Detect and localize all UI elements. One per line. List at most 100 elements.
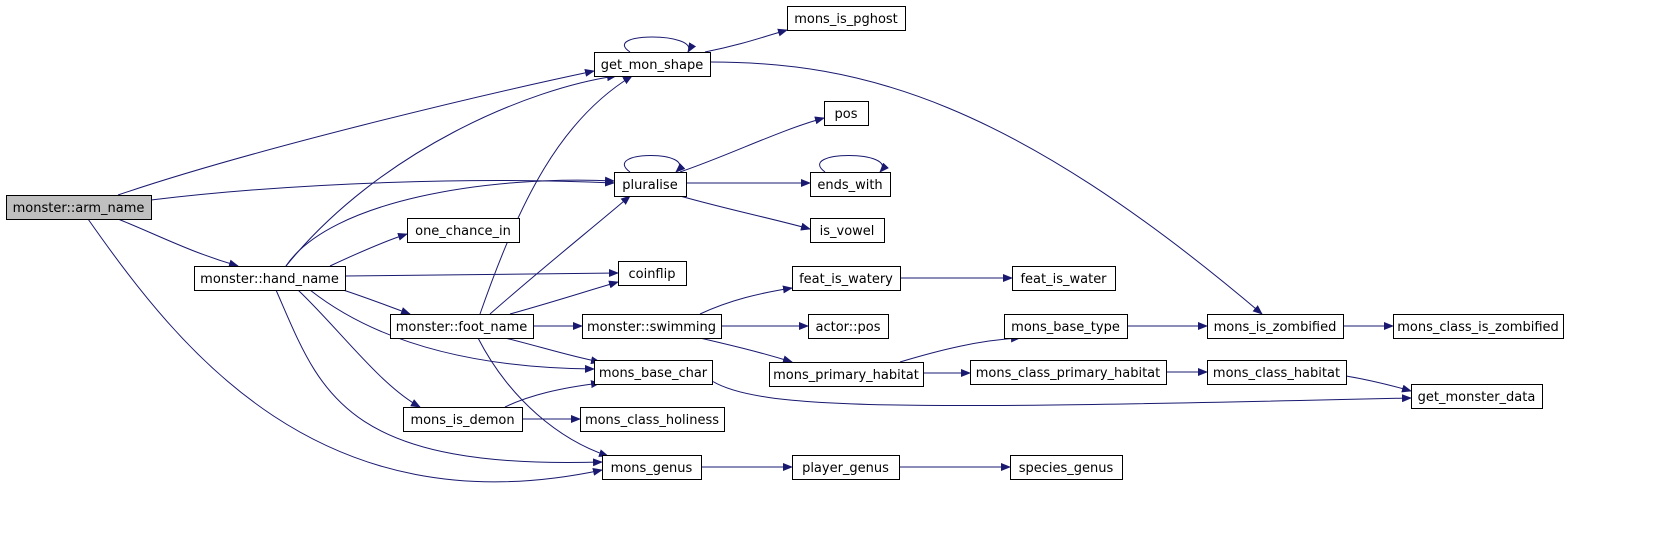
node-box[interactable] [1010, 455, 1123, 480]
node-box[interactable] [792, 266, 901, 291]
edge-mons_is_demon-to-mons_base_char [504, 380, 601, 408]
node-label: mons_genus [611, 461, 693, 476]
node-box[interactable] [390, 314, 534, 339]
node-box[interactable] [1207, 314, 1344, 339]
node-box[interactable] [792, 455, 900, 480]
edge-pluralise-to-pluralise [623, 155, 686, 173]
node-label: coinflip [628, 267, 675, 282]
node-box[interactable] [824, 101, 869, 126]
node-box[interactable] [810, 172, 891, 197]
node-mons-base-type[interactable]: mons_base_type [1004, 314, 1128, 339]
node-box[interactable] [594, 52, 711, 77]
node-hand-name[interactable]: monster::hand_name [194, 266, 346, 291]
edge-hand_name-to-one_chance_in [329, 232, 408, 267]
node-box[interactable] [582, 314, 722, 339]
node-get-mon-shape[interactable]: get_mon_shape [594, 52, 711, 77]
edge-swimming-to-feat_is_watery [699, 285, 793, 315]
node-swimming[interactable]: monster::swimming [582, 314, 722, 339]
node-get-monster-data[interactable]: get_monster_data [1411, 384, 1543, 409]
edge-hand_name-to-mons_base_char [309, 289, 595, 373]
node-arm-name[interactable]: monster::arm_name [6, 195, 152, 220]
node-box[interactable] [580, 407, 725, 432]
node-label: mons_is_demon [410, 413, 514, 428]
node-label: mons_class_is_zombified [1397, 320, 1559, 335]
node-mons-is-zombified[interactable]: mons_is_zombified [1207, 314, 1344, 339]
node-mons-genus[interactable]: mons_genus [602, 455, 702, 480]
nodes-layer: monster::arm_namemonster::hand_nameget_m… [6, 6, 1564, 480]
edge-foot_name-to-mons_base_char [504, 337, 601, 365]
node-box[interactable] [769, 362, 924, 387]
edges-layer [87, 28, 1412, 483]
node-box[interactable] [787, 6, 906, 31]
node-box[interactable] [970, 360, 1167, 385]
edge-arm_name-to-hand_name [117, 218, 239, 268]
node-coinflip[interactable]: coinflip [618, 261, 687, 286]
node-box[interactable] [618, 261, 687, 286]
node-label: feat_is_water [1020, 272, 1107, 287]
edge-mons_base_char-to-get_monster_data [711, 380, 1412, 407]
node-label: is_vowel [820, 224, 875, 239]
edge-swimming-to-mons_primary_habitat [699, 337, 793, 364]
node-box[interactable] [403, 407, 523, 432]
node-label: pos [835, 107, 858, 122]
node-one-chance-in[interactable]: one_chance_in [407, 218, 520, 243]
node-mons-is-demon[interactable]: mons_is_demon [403, 407, 523, 432]
node-mons-class-primary-habitat[interactable]: mons_class_primary_habitat [970, 360, 1167, 385]
node-box[interactable] [1411, 384, 1543, 409]
node-foot-name[interactable]: monster::foot_name [390, 314, 534, 339]
node-box[interactable] [810, 218, 885, 243]
node-mons-base-char[interactable]: mons_base_char [594, 360, 713, 385]
node-label: monster::foot_name [396, 320, 528, 335]
node-box[interactable] [808, 314, 889, 339]
edge-hand_name-to-coinflip [344, 269, 619, 278]
node-mons-class-holiness[interactable]: mons_class_holiness [580, 407, 725, 432]
node-pos[interactable]: pos [824, 101, 869, 126]
node-box[interactable] [1004, 314, 1128, 339]
edge-hand_name-to-mons_genus [275, 289, 603, 467]
node-box[interactable] [1012, 266, 1116, 291]
node-label: feat_is_watery [799, 272, 893, 287]
node-species-genus[interactable]: species_genus [1010, 455, 1123, 480]
node-actor-pos[interactable]: actor::pos [808, 314, 889, 339]
node-label: one_chance_in [415, 224, 511, 239]
node-player-genus[interactable]: player_genus [792, 455, 900, 480]
node-mons-is-pghost[interactable]: mons_is_pghost [787, 6, 906, 31]
edge-foot_name-to-pluralise [489, 195, 631, 315]
node-label: pluralise [622, 178, 677, 193]
node-mons-class-habitat[interactable]: mons_class_habitat [1207, 360, 1347, 385]
node-label: mons_is_zombified [1214, 320, 1337, 335]
node-is-vowel[interactable]: is_vowel [810, 218, 885, 243]
node-label: actor::pos [815, 320, 880, 335]
edge-mons_class_habitat-to-get_monster_data [1345, 375, 1412, 393]
edge-hand_name-to-foot_name [339, 288, 411, 315]
node-ends-with[interactable]: ends_with [810, 172, 891, 197]
node-label: mons_primary_habitat [773, 368, 919, 383]
node-box[interactable] [614, 172, 687, 197]
edge-hand_name-to-mons_is_demon [297, 289, 421, 408]
node-feat-is-watery[interactable]: feat_is_watery [792, 266, 901, 291]
edge-mons_primary_habitat-to-mons_base_type [899, 334, 1021, 363]
node-box[interactable] [407, 218, 520, 243]
edge-hand_name-to-pluralise [285, 176, 615, 267]
node-label: mons_base_type [1011, 320, 1120, 335]
node-label: mons_class_holiness [585, 413, 719, 428]
edge-arm_name-to-pluralise [150, 178, 615, 201]
node-label: mons_is_pghost [794, 12, 898, 27]
node-mons-class-is-zombified[interactable]: mons_class_is_zombified [1393, 314, 1564, 339]
node-box[interactable] [602, 455, 702, 480]
node-box[interactable] [1207, 360, 1347, 385]
edge-ends_with-to-ends_with [819, 155, 890, 173]
node-box[interactable] [1393, 314, 1564, 339]
node-label: ends_with [817, 178, 882, 193]
edge-get_mon_shape-to-mons_is_zombified [709, 61, 1263, 315]
edge-arm_name-to-get_mon_shape [117, 68, 595, 196]
node-feat-is-water[interactable]: feat_is_water [1012, 266, 1116, 291]
node-mons-primary-habitat[interactable]: mons_primary_habitat [769, 362, 924, 387]
node-box[interactable] [6, 195, 152, 220]
node-pluralise[interactable]: pluralise [614, 172, 687, 197]
node-box[interactable] [194, 266, 346, 291]
node-label: monster::hand_name [200, 272, 339, 287]
edge-arm_name-to-mons_genus [87, 218, 603, 483]
node-box[interactable] [594, 360, 713, 385]
